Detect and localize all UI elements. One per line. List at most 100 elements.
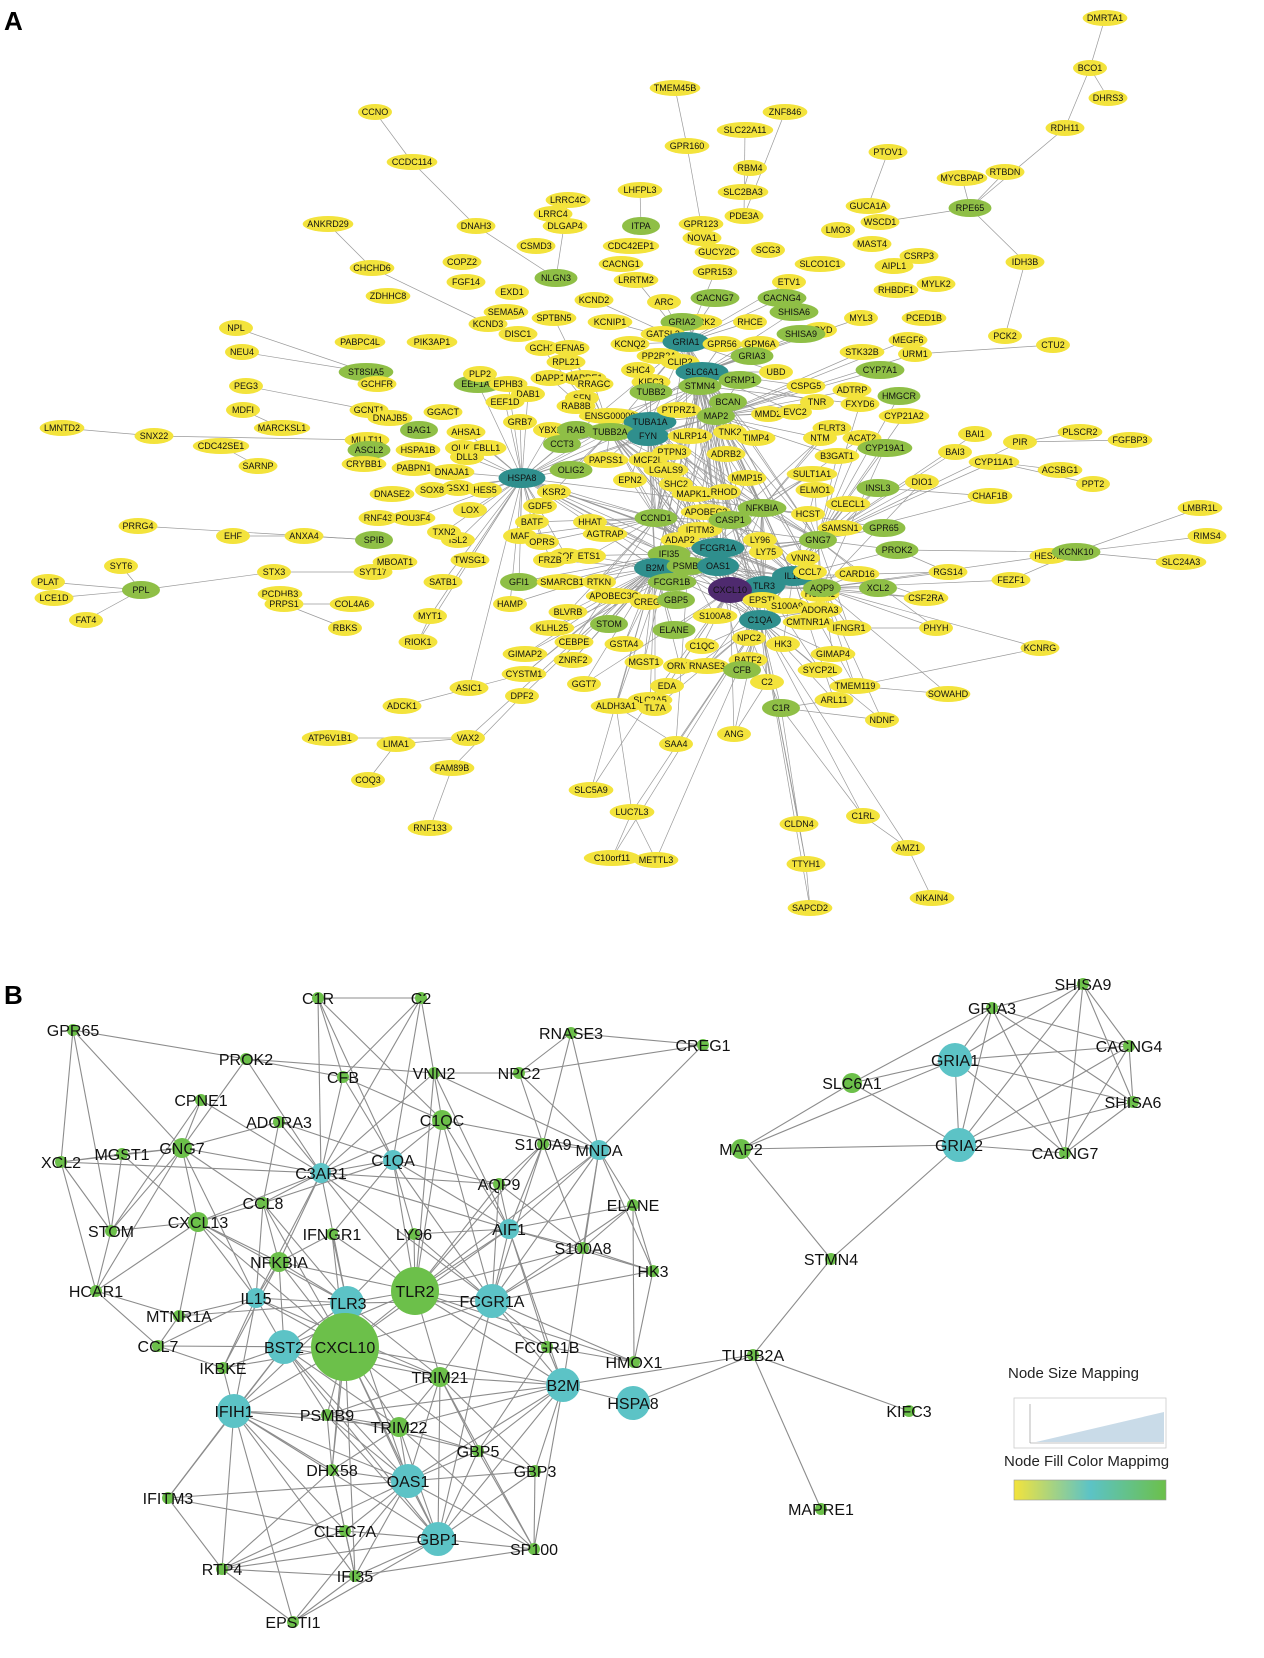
node-a-csrp3: CSRP3	[899, 248, 939, 264]
node-label: RRAGC	[578, 379, 611, 389]
node-label: COL4A6	[335, 599, 370, 609]
edge	[60, 1161, 97, 1292]
edge	[1082, 983, 1130, 1047]
node-a-c1qa: C1QA	[739, 610, 781, 630]
node-a-lhfpl3: LHFPL3	[617, 182, 663, 198]
node-shape	[685, 638, 719, 654]
node-a-ccnd1: CCND1	[634, 509, 678, 527]
node-a-frzb: FRZB	[533, 552, 567, 568]
node-shape	[328, 620, 362, 636]
node-shape	[450, 449, 484, 465]
node-shape	[330, 1286, 364, 1320]
node-label: ANKRD29	[307, 219, 349, 229]
node-a-fcgr1a: FCGR1A	[691, 538, 745, 558]
node-shape	[533, 552, 567, 568]
node-a-bai3: BAI3	[938, 444, 972, 460]
node-label: CDC42EP1	[608, 241, 655, 251]
node-a-ndnf: NDNF	[865, 712, 899, 728]
node-label: SCG3	[756, 245, 781, 255]
node-label: TWSG1	[454, 555, 486, 565]
node-shape	[229, 378, 263, 394]
node-shape	[779, 816, 819, 832]
node-shape	[432, 1110, 452, 1130]
node-label: HSPA8	[607, 1396, 658, 1413]
node-a-fxyd6: FXYD6	[840, 396, 880, 412]
node-shape	[549, 461, 593, 479]
node-label: HCAR1	[69, 1284, 123, 1301]
node-label: SMARCB1	[540, 577, 584, 587]
node-a-atp6v1b1: ATP6V1B1	[301, 730, 359, 746]
node-shape	[650, 678, 684, 694]
node-b-b2m: B2M	[546, 1368, 580, 1402]
edge	[821, 587, 1041, 649]
node-shape	[311, 1313, 379, 1381]
node-a-dapp1: DAPP1	[530, 370, 570, 386]
node-shape	[545, 192, 591, 208]
node-a-gpr56: GPR56	[702, 336, 742, 352]
node-label: FCGR1B	[515, 1340, 580, 1357]
edge	[278, 1121, 394, 1161]
node-label: SULT1A1	[793, 469, 831, 479]
node-a-insl3: INSL3	[856, 479, 900, 497]
node-label: ENSG00000	[585, 411, 636, 421]
node-label: VNN2	[413, 1066, 456, 1083]
node-a-lce1d: LCE1D	[34, 590, 74, 606]
node-label: TUBB2A	[722, 1348, 785, 1365]
node-a-papss1: PAPSS1	[583, 452, 629, 468]
edge	[197, 1172, 322, 1223]
node-label: CCND1	[640, 513, 671, 523]
node-a-crmp1: CRMP1	[718, 371, 762, 389]
node-label: GCNT1	[354, 405, 385, 415]
node-shape	[825, 1253, 837, 1265]
edge	[491, 1270, 654, 1302]
node-a-gimap2: GIMAP2	[502, 646, 548, 662]
node-shape	[582, 574, 616, 590]
node-a-aqp9: AQP9	[803, 579, 841, 597]
node-shape	[365, 288, 411, 304]
edge	[991, 1007, 1134, 1103]
edge	[759, 619, 835, 701]
node-a-copz2: COPZ2	[442, 254, 482, 270]
node-a-col4a6: COL4A6	[329, 596, 375, 612]
node-a-pabpn1: PABPN1	[391, 460, 437, 476]
legend-color-title: Node Fill Color Mappimg	[1004, 1453, 1169, 1470]
node-shape	[546, 354, 586, 370]
edge	[468, 477, 523, 689]
node-a-shc4: SHC4	[621, 362, 655, 378]
edge	[567, 517, 657, 613]
node-label: RAB	[567, 425, 586, 435]
node-label: LY75	[756, 547, 776, 557]
node-a-shisa6: SHISA6	[769, 303, 819, 321]
node-a-sema5a: SEMA5A	[483, 304, 529, 320]
node-a-dll3: DLL3	[450, 449, 484, 465]
edge	[233, 1410, 346, 1532]
node-b-cacng7: CACNG7	[1032, 1146, 1099, 1163]
node-shape	[629, 383, 673, 401]
node-shape	[116, 1148, 128, 1160]
node-label: RHOD	[711, 487, 738, 497]
node-a-prrg4: PRRG4	[118, 518, 158, 534]
legend-size-ramp	[1036, 1412, 1164, 1442]
node-shape	[357, 376, 397, 392]
edge	[197, 1202, 264, 1223]
node-shape	[34, 590, 74, 606]
node-label: DNAJA1	[435, 467, 470, 477]
node-b-tubb2a: TUBB2A	[722, 1348, 785, 1365]
node-label: MAST4	[857, 239, 887, 249]
edge	[583, 589, 731, 685]
node-label: PSMB9	[673, 561, 704, 571]
node-label: PABPN1	[397, 463, 432, 473]
node-shape	[891, 840, 925, 856]
node-label: HES5	[473, 485, 497, 495]
node-shape	[483, 304, 529, 320]
node-shape	[567, 676, 601, 692]
node-shape	[533, 206, 573, 222]
node-label: ATP6V1B1	[308, 733, 352, 743]
node-b-gng7: GNG7	[159, 1138, 205, 1158]
edge	[320, 997, 422, 1174]
node-label: MNDA	[575, 1143, 622, 1160]
node-b-prok2: PROK2	[219, 1052, 273, 1069]
node-label: CACNG7	[1032, 1146, 1099, 1163]
node-shape	[451, 730, 485, 746]
node-label: CCDC114	[392, 157, 432, 167]
